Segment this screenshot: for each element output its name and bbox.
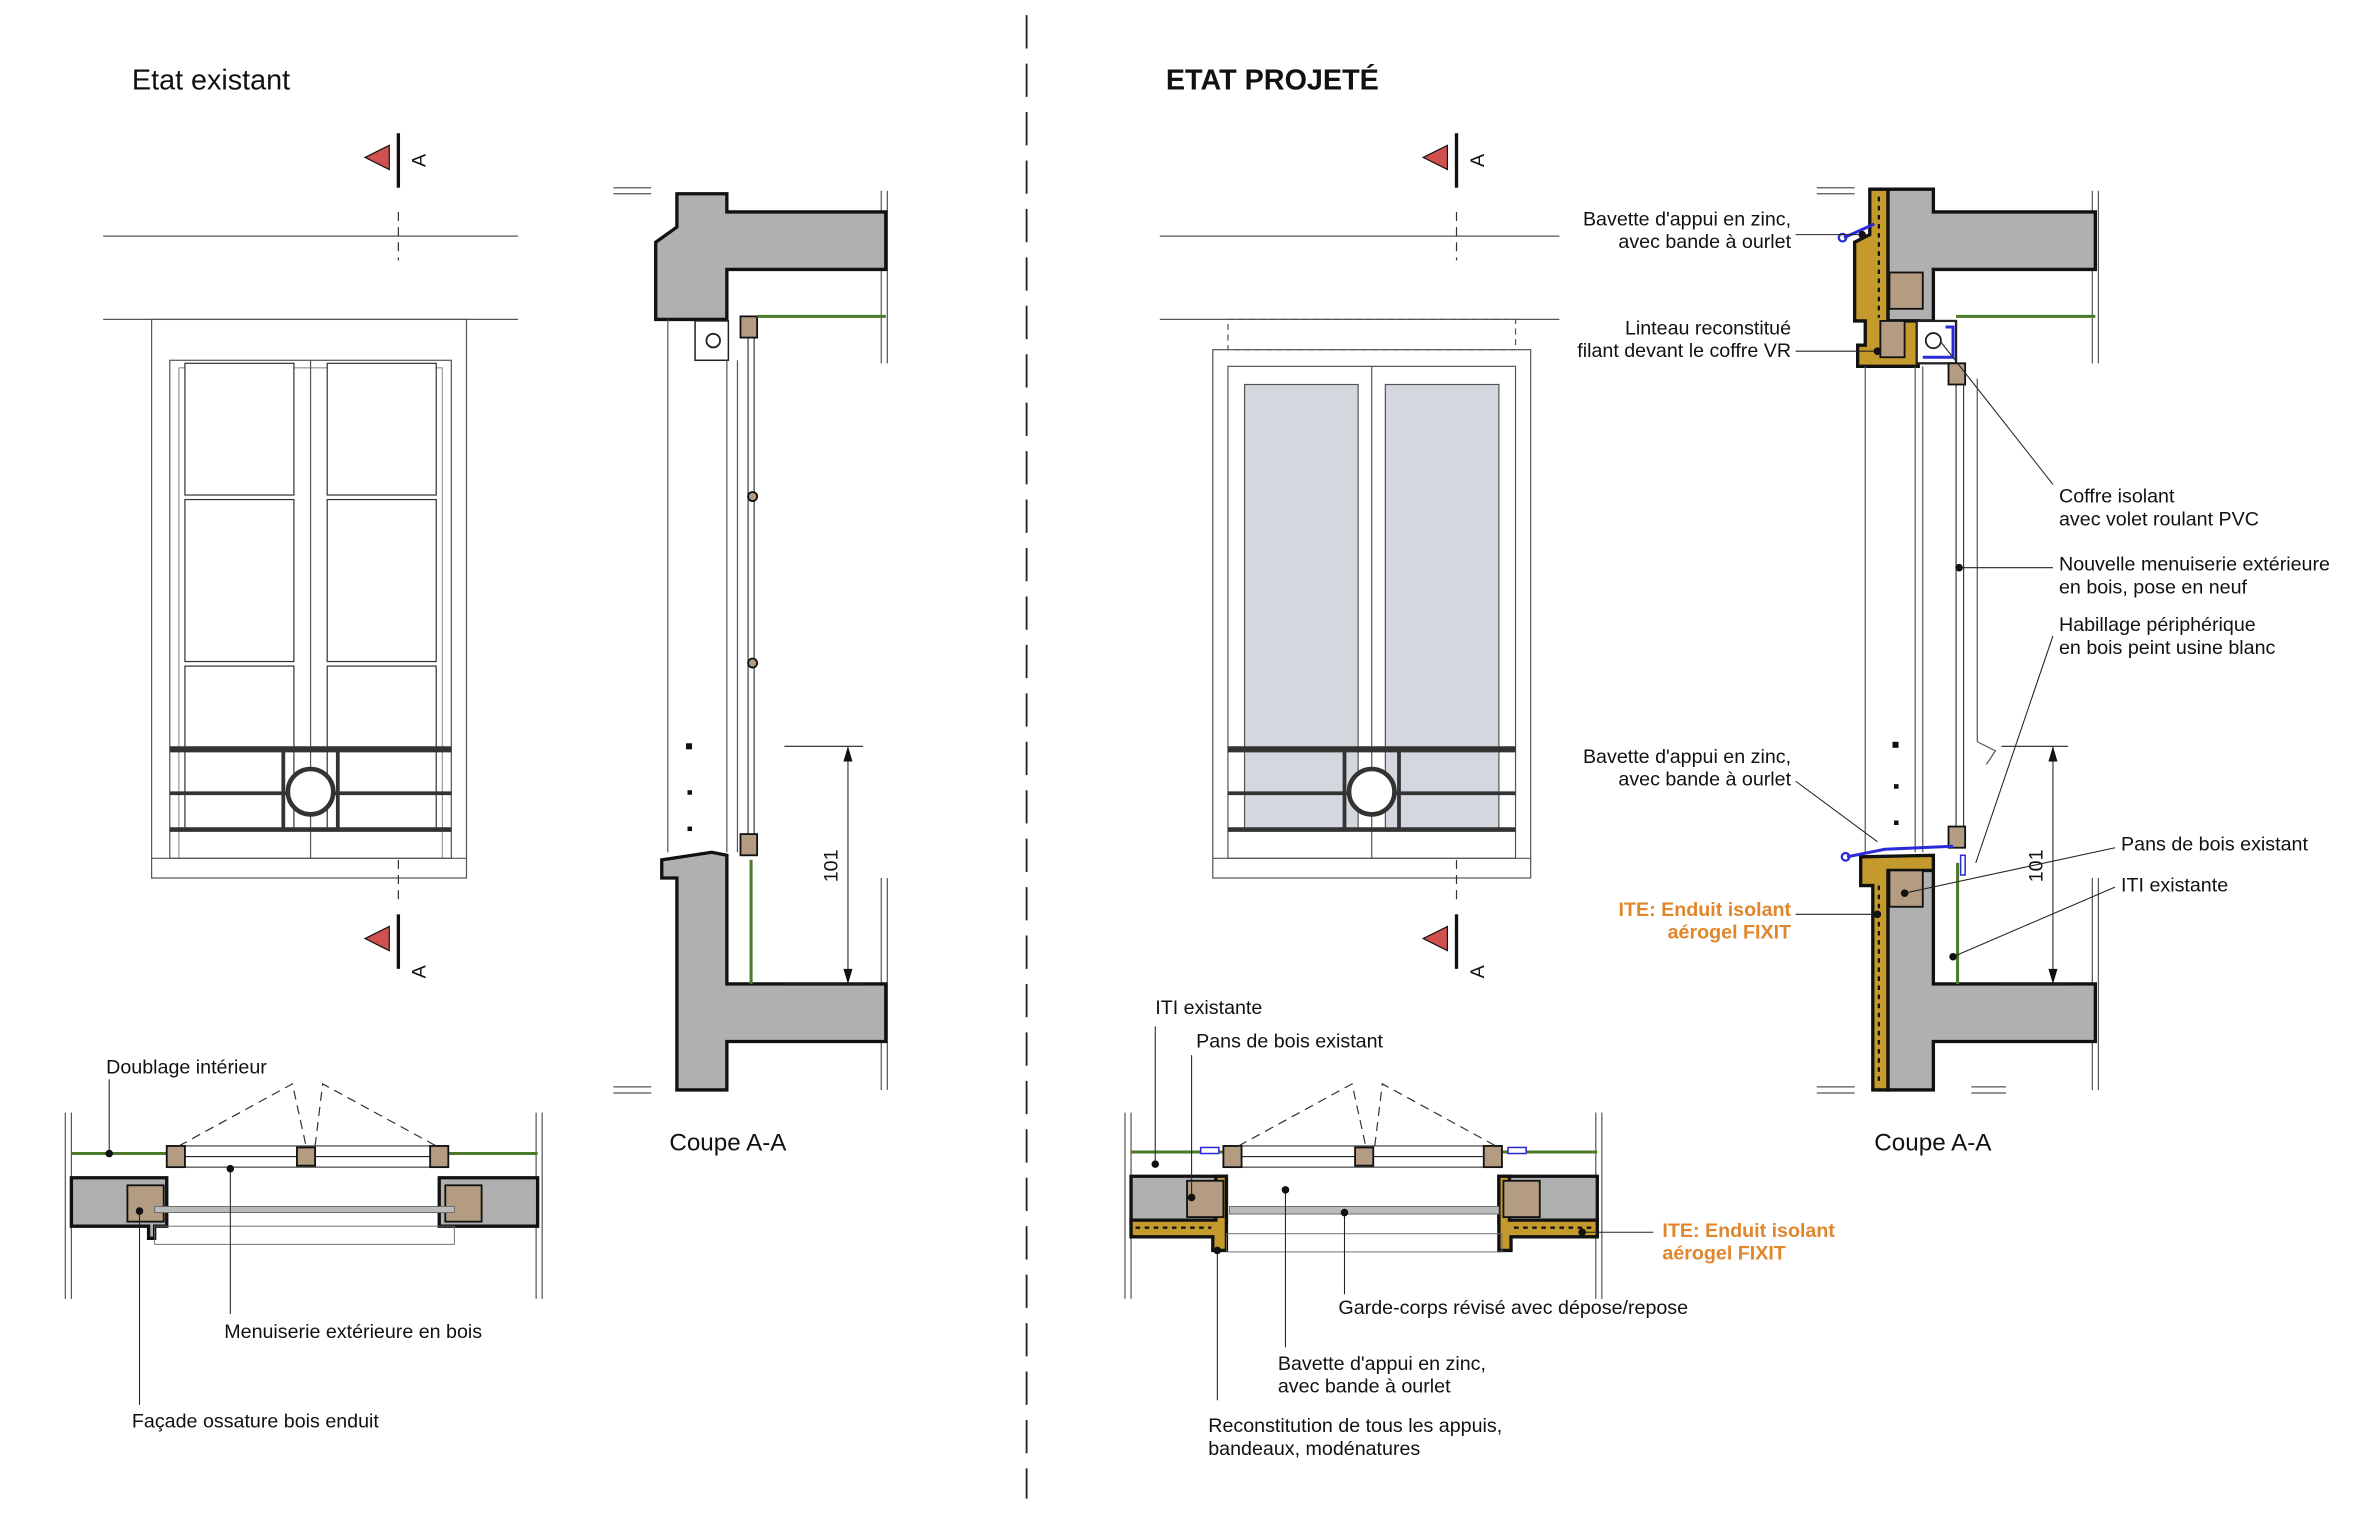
plan-label-reconstitution-2: bandeaux, modénatures	[1208, 1438, 1420, 1460]
label-bavette-top: Bavette d'appui en zinc,	[1583, 209, 1791, 231]
label-coffre: Coffre isolant	[2059, 486, 2175, 508]
label-linteau-2: filant devant le coffre VR	[1577, 340, 1791, 362]
label-linteau: Linteau reconstitué	[1625, 318, 1791, 340]
label-bavette-bottom: Bavette d'appui en zinc,	[1583, 746, 1791, 768]
right-section-caption: Coupe A-A	[1874, 1129, 1992, 1156]
label-bavette-bottom-2: avec bande à ourlet	[1618, 769, 1791, 791]
section-marker-top-left: A	[363, 131, 431, 261]
section-marker-bottom-left: A	[363, 859, 431, 978]
label-pans-bois: Pans de bois existant	[2121, 834, 2308, 856]
svg-text:101: 101	[2025, 849, 2047, 882]
label-doublage: Doublage intérieur	[106, 1056, 267, 1078]
label-menuiserie: Menuiserie extérieure en bois	[224, 1321, 482, 1343]
left-plan	[64, 1079, 543, 1405]
left-section-caption: Coupe A-A	[669, 1129, 787, 1156]
label-iti: ITI existante	[2121, 875, 2228, 897]
label-menuiserie-neuve-2: en bois, pose en neuf	[2059, 576, 2248, 598]
left-title: Etat existant	[132, 64, 290, 96]
dimension-line: 101	[2001, 745, 2069, 985]
plan-label-bavette-2: avec bande à ourlet	[1278, 1376, 1451, 1398]
left-elevation	[103, 235, 518, 879]
label-habillage: Habillage périphérique	[2059, 614, 2256, 636]
label-ite: ITE: Enduit isolant	[1619, 899, 1792, 921]
plan-label-ite-2: aérogel FIXIT	[1662, 1242, 1785, 1264]
plan-label-iti: ITI existante	[1155, 997, 1262, 1019]
right-section: 101	[1795, 187, 2116, 1094]
svg-text:A: A	[409, 964, 431, 978]
label-menuiserie-neuve: Nouvelle menuiserie extérieure	[2059, 554, 2330, 576]
dimension-line: 101	[784, 745, 864, 985]
svg-text:A: A	[409, 153, 431, 167]
label-bavette-top-2: avec bande à ourlet	[1618, 231, 1791, 253]
svg-text:A: A	[1467, 964, 1489, 978]
plan-label-garde-corps: Garde-corps révisé avec dépose/repose	[1338, 1297, 1688, 1319]
right-title: ETAT PROJETÉ	[1166, 62, 1379, 96]
plan-label-ite: ITE: Enduit isolant	[1662, 1220, 1835, 1242]
plan-label-reconstitution: Reconstitution de tous les appuis,	[1208, 1415, 1502, 1437]
left-section: 101	[613, 187, 888, 1094]
plan-label-pans-bois: Pans de bois existant	[1196, 1031, 1383, 1053]
right-elevation	[1159, 235, 1560, 879]
railing	[1227, 746, 1516, 832]
svg-text:101: 101	[820, 849, 842, 882]
railing	[169, 746, 452, 832]
right-plan	[1124, 1026, 1654, 1401]
section-marker-bottom-right: A	[1421, 859, 1489, 978]
label-habillage-2: en bois peint usine blanc	[2059, 637, 2276, 659]
label-coffre-2: avec volet roulant PVC	[2059, 508, 2259, 530]
label-facade: Façade ossature bois enduit	[132, 1411, 379, 1433]
label-ite-2: aérogel FIXIT	[1668, 922, 1791, 944]
section-marker-top-right: A	[1421, 131, 1489, 261]
svg-text:A: A	[1467, 153, 1489, 167]
plan-label-bavette: Bavette d'appui en zinc,	[1278, 1353, 1486, 1375]
